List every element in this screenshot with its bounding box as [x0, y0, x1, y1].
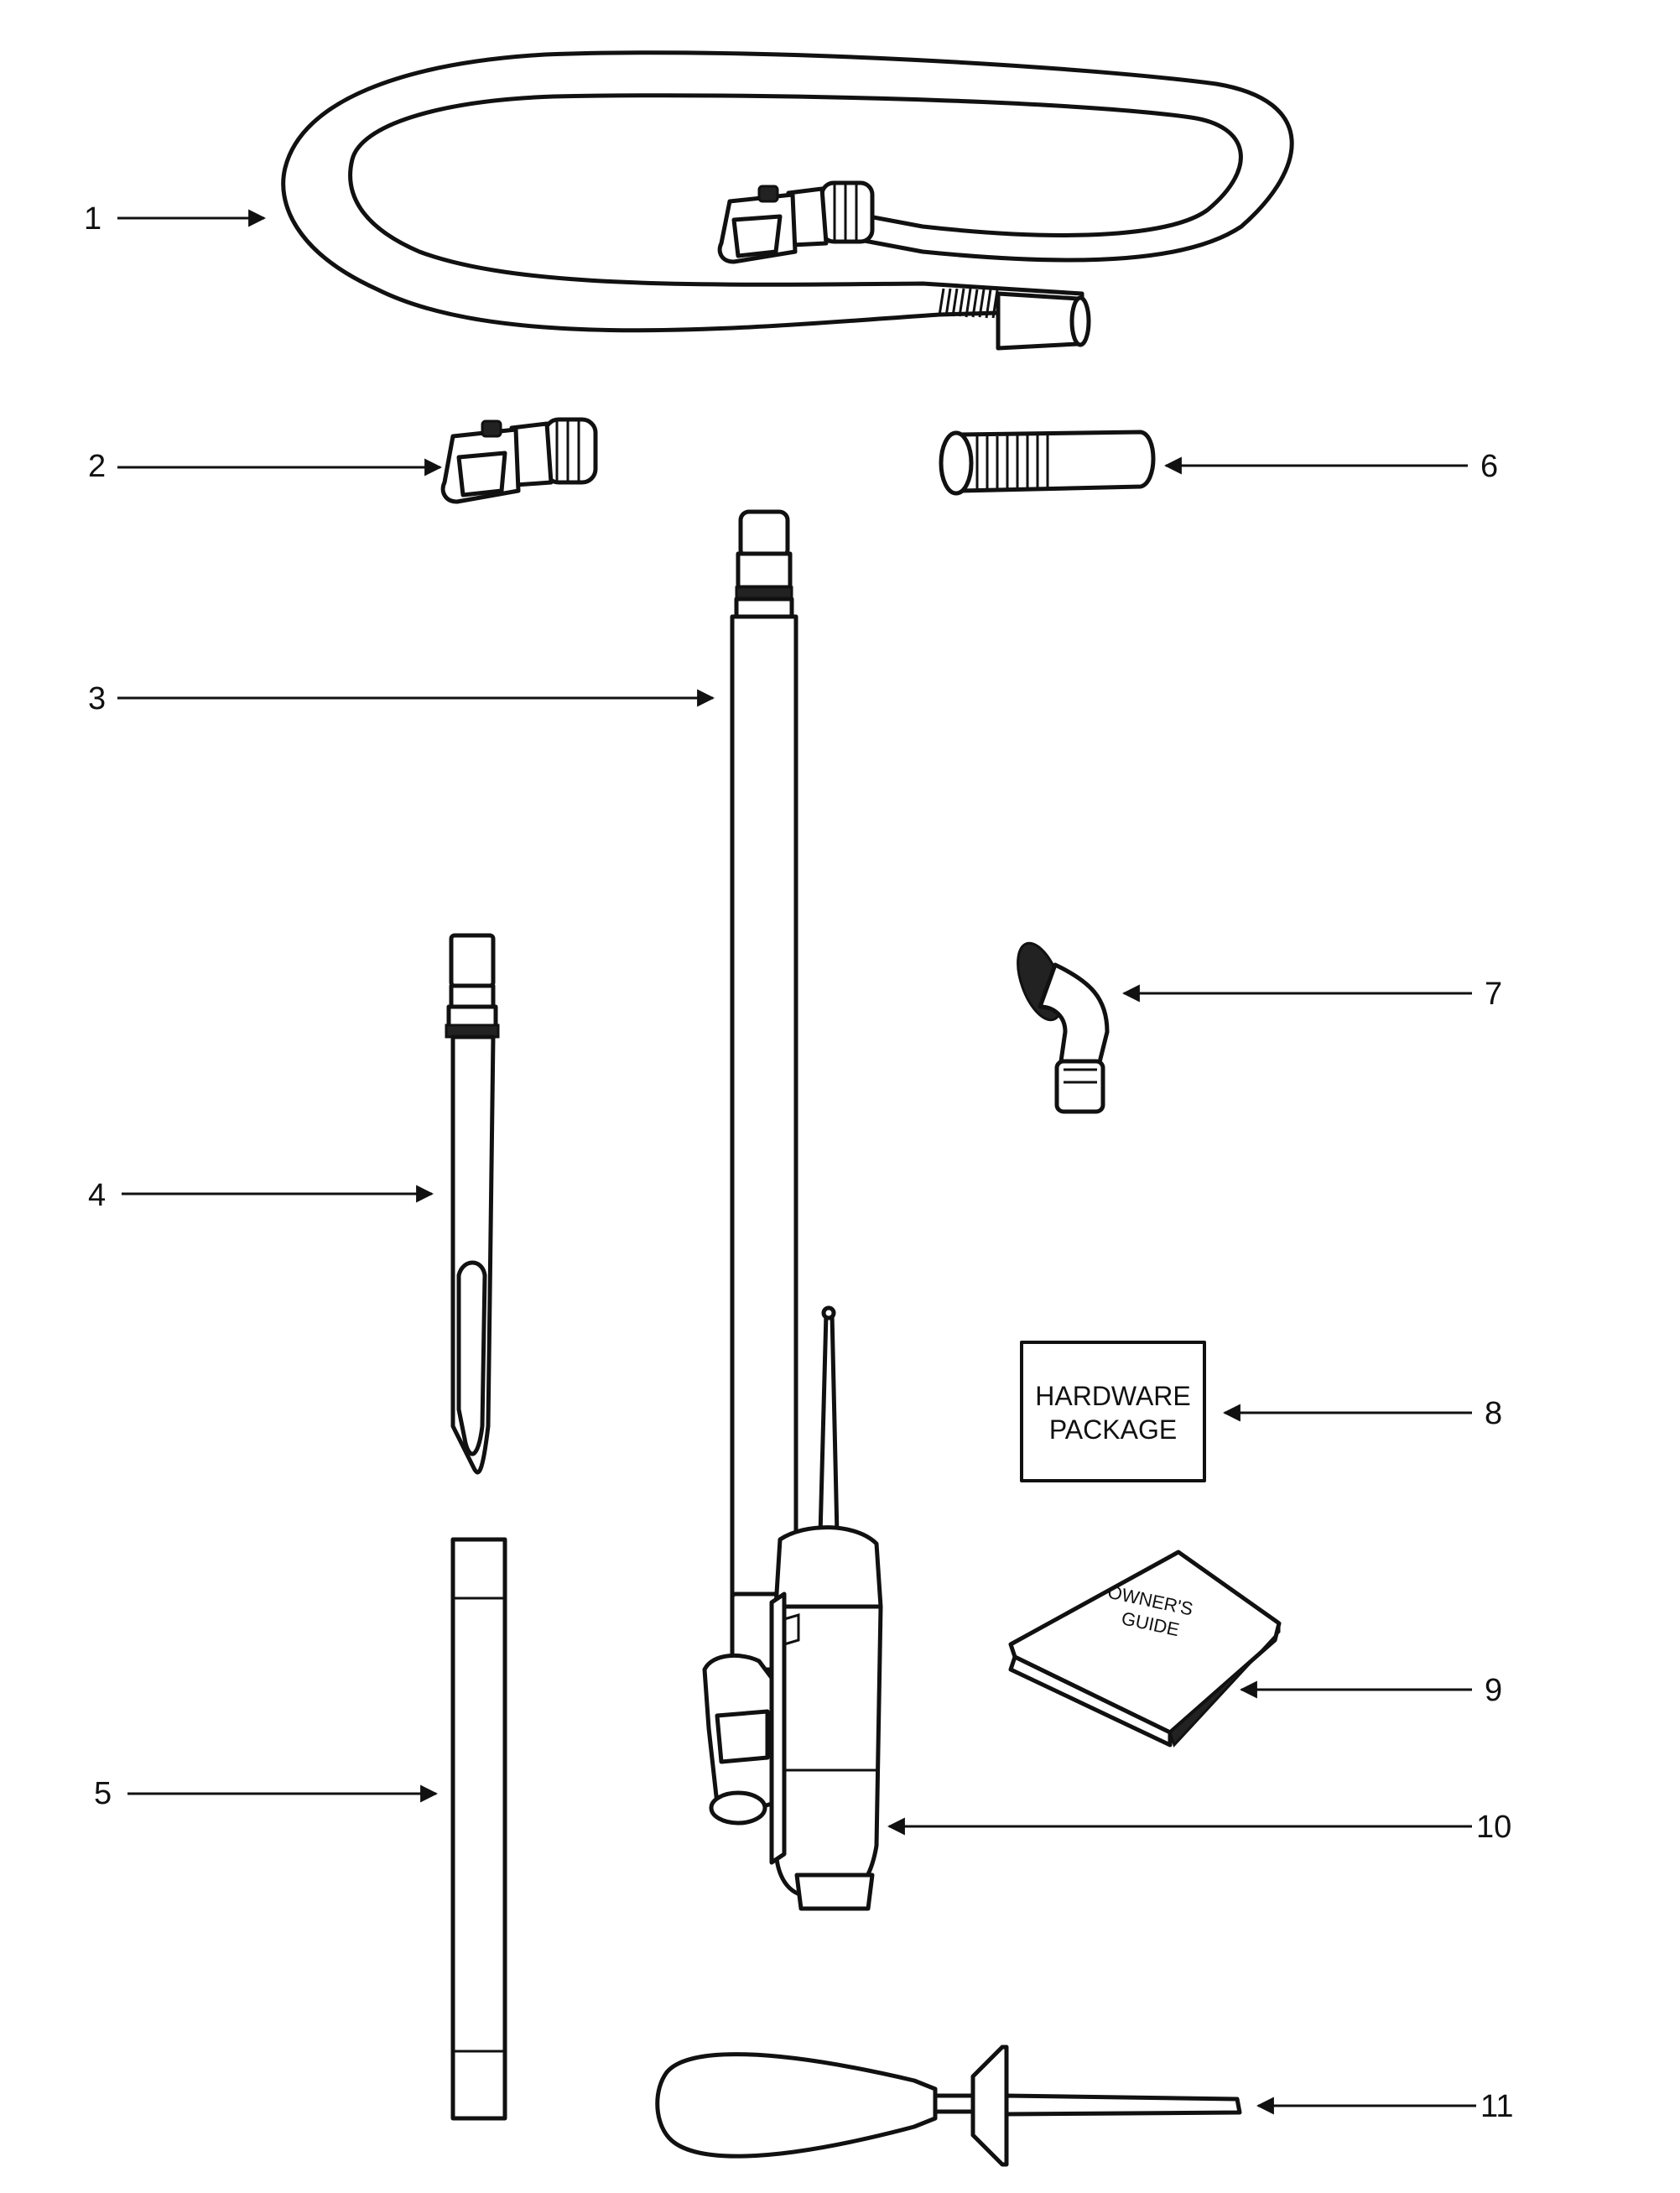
part-7-brush-elbow — [1017, 941, 1110, 1114]
callout-2: 2 — [88, 449, 443, 484]
part-6-connector — [939, 430, 1156, 496]
callout-8: 8 — [1222, 1396, 1502, 1431]
callout-8-number: 8 — [1485, 1396, 1502, 1431]
part-11-brush-tool — [655, 2045, 1242, 2167]
callout-1-number: 1 — [84, 201, 101, 237]
callout-11: 11 — [1256, 2089, 1513, 2124]
callout-6-number: 6 — [1480, 449, 1498, 484]
callout-3: 3 — [88, 681, 715, 716]
connector-ribs — [975, 435, 1049, 489]
part-1-hose — [281, 50, 1294, 351]
callout-4-number: 4 — [88, 1178, 106, 1213]
part-10-tool-caddy — [702, 1305, 883, 1911]
callout-11-number: 11 — [1480, 2089, 1513, 2124]
callout-7-number: 7 — [1485, 977, 1502, 1012]
callout-5-number: 5 — [94, 1776, 112, 1811]
hardware-package-line1: HARDWARE — [1035, 1381, 1190, 1411]
callout-10-number: 10 — [1476, 1810, 1511, 1845]
part-4-crevice-tool — [445, 933, 500, 1475]
part-9-owners-guide: OWNER'S GUIDE — [1008, 1550, 1282, 1748]
callout-9-number: 9 — [1485, 1673, 1502, 1708]
hardware-package-line2: PACKAGE — [1049, 1414, 1177, 1445]
callout-1: 1 — [84, 201, 267, 237]
callout-3-number: 3 — [88, 681, 106, 716]
hose-swivel-handle — [717, 180, 875, 264]
callout-4: 4 — [88, 1178, 434, 1213]
callout-5: 5 — [94, 1776, 439, 1811]
part-8-hardware-package: HARDWARE PACKAGE — [1020, 1341, 1206, 1482]
callout-2-number: 2 — [88, 449, 106, 484]
callout-10: 10 — [887, 1810, 1511, 1845]
callouts: 1 2 3 4 5 6 7 8 — [84, 201, 1513, 2124]
hose-rib-section — [938, 288, 999, 319]
callout-6: 6 — [1163, 449, 1498, 484]
callout-7: 7 — [1121, 977, 1502, 1012]
part-3-upper-wand — [730, 509, 798, 1672]
part-5-extension-wand — [450, 1537, 507, 2121]
callout-9: 9 — [1239, 1673, 1502, 1708]
part-2-swivel-handle — [440, 417, 598, 504]
